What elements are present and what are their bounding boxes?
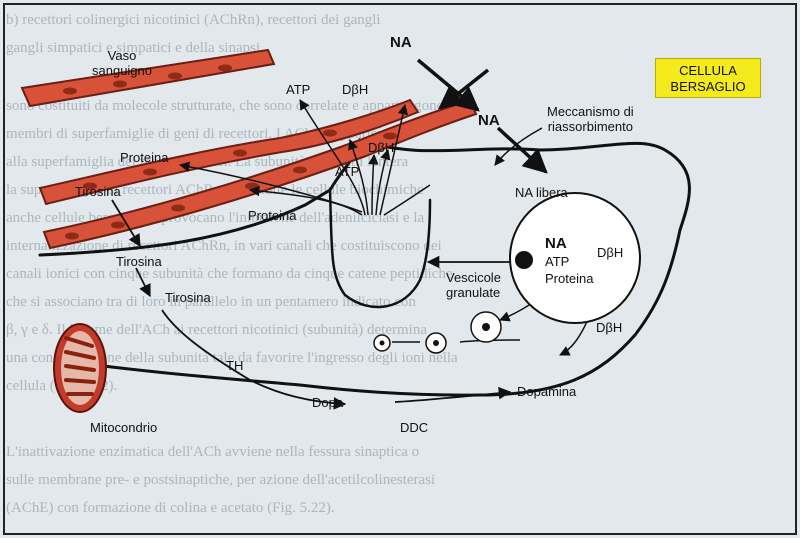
background-text-line: sono costituiti da molecole strutturate,… [6, 98, 445, 114]
background-text-line: L'inattivazione enzimatica dell'ACh avvi… [6, 444, 420, 460]
reuptake-arrow [494, 127, 543, 166]
proteina-mid-label: Proteina [248, 208, 297, 223]
blood-vessel-middle [38, 98, 420, 206]
background-text-line: β, γ e δ. Il legame dell'ACh ai recettor… [6, 322, 427, 338]
tyrosine-label-3: Tirosina [165, 290, 211, 305]
release-fan [178, 99, 431, 216]
na-arrows [416, 58, 548, 174]
blood-vessel-lower [42, 98, 478, 250]
background-text-line: sulle membrane pre- e postsinaptiche, pe… [6, 472, 436, 488]
ddc-label: DDC [400, 420, 429, 435]
dopa-label: Dopa [312, 395, 344, 410]
dopamine-label: Dopamina [517, 384, 577, 399]
vesicle-na-label: NA [545, 235, 567, 252]
background-text-line: b) recettori colinergici nicotinici (ACh… [6, 12, 381, 28]
background-text-line: (AChE) con formazione di colina e acetat… [6, 500, 335, 516]
blood-vessel-upper [20, 48, 276, 108]
atp-top-label: ATP [286, 82, 311, 97]
vesicle-group-label: Vescicole granulate [446, 270, 501, 300]
vesicle-protein-label: Proteina [545, 271, 594, 286]
nerve-terminal-membrane [38, 138, 691, 397]
large-granulated-vesicle [509, 192, 641, 324]
background-text-line: una conformazione della subunità tale da… [6, 350, 458, 366]
vessel-label: Vaso sanguigno [92, 48, 152, 78]
mitochondrion [53, 323, 107, 413]
na-top-label: NA [390, 34, 412, 51]
na-release-label: NA [478, 112, 500, 129]
vesicle-core [515, 251, 533, 269]
dbh-mid-label: DβH [368, 140, 395, 155]
tyrosine-label-1: Tirosina [75, 184, 121, 199]
proteina-left-label: Proteina [120, 150, 169, 165]
tyrosine-label-2: Tirosina [116, 254, 162, 269]
target-cell-badge: CELLULA BERSAGLIO [655, 58, 761, 98]
tyrosine-arrows [111, 199, 512, 410]
th-label: TH [226, 358, 244, 373]
reuptake-label: Meccanismo di riassorbimento [547, 104, 634, 134]
vesicle-atp-label: ATP [545, 254, 570, 269]
background-text-line: che si associano tra di loro in parallel… [6, 294, 416, 310]
atp-mid-label: ATP [335, 164, 360, 179]
small-vesicles [373, 311, 502, 354]
mitochondrion-label: Mitocondrio [90, 420, 158, 435]
figure-frame [3, 3, 797, 535]
vesicle-dbh-label: DβH [597, 245, 624, 260]
synaptic-bulb [328, 188, 432, 309]
background-text-line: gangli simpatici e simpatici e della sin… [6, 40, 264, 56]
free-na-label: NA libera [515, 185, 568, 200]
dbh-right-label: DβH [596, 320, 623, 335]
dbh-top-label: DβH [342, 82, 369, 97]
background-text-line: canali ionici con cinque subunità che fo… [6, 266, 453, 282]
